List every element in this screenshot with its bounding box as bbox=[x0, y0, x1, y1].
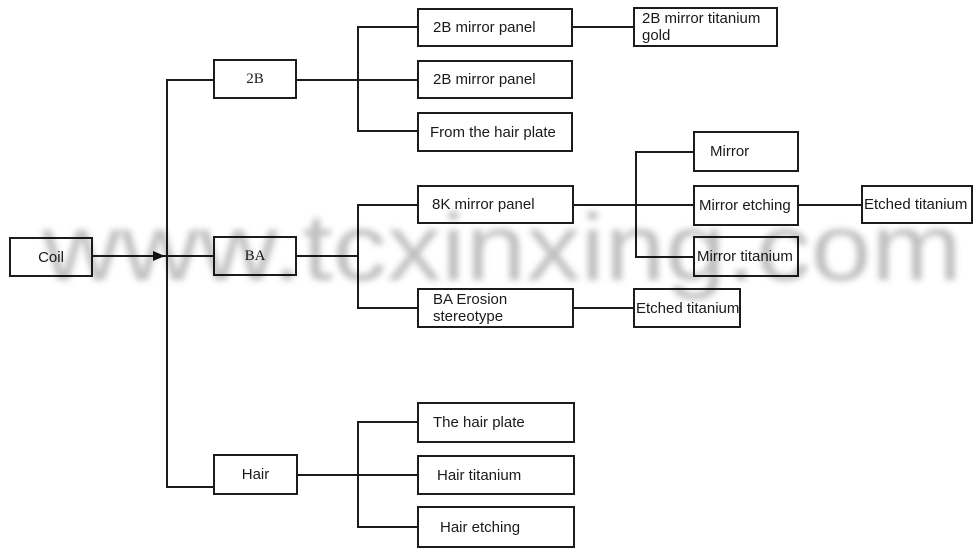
node-label: From the hair plate bbox=[430, 123, 556, 141]
connector-line bbox=[357, 204, 417, 206]
connector-line bbox=[357, 130, 417, 132]
node-label: Mirror etching bbox=[699, 197, 791, 214]
node-etched-titanium-1: Etched titanium bbox=[861, 185, 973, 224]
node-label: Hair titanium bbox=[437, 466, 522, 484]
node-label: Hair etching bbox=[440, 518, 521, 536]
connector-line bbox=[297, 79, 358, 81]
arrow-right-icon bbox=[153, 251, 165, 261]
node-2b: 2B bbox=[213, 59, 297, 99]
connector-line bbox=[574, 307, 633, 309]
connector-line bbox=[635, 151, 693, 153]
node-label: 2B mirror titanium bbox=[642, 10, 761, 27]
connector-line bbox=[357, 421, 417, 423]
connector-line bbox=[799, 204, 861, 206]
connector-line bbox=[166, 79, 214, 81]
node-label: gold bbox=[642, 27, 671, 44]
connector-line bbox=[297, 255, 358, 257]
node-etched-titanium-2: Etched titanium bbox=[633, 288, 741, 328]
node-label: Etched titanium bbox=[636, 299, 740, 317]
node-coil: Coil bbox=[9, 237, 93, 277]
node-label: 2B mirror panel bbox=[433, 19, 536, 36]
node-label: The hair plate bbox=[433, 414, 525, 431]
node-mirror: Mirror bbox=[693, 131, 799, 172]
connector-line bbox=[635, 256, 693, 258]
node-2b-mirror-panel-1: 2B mirror panel bbox=[417, 8, 573, 47]
node-label: BA Erosion bbox=[433, 291, 508, 308]
node-label: BA bbox=[244, 247, 266, 264]
node-label: Coil bbox=[38, 248, 64, 266]
connector-line bbox=[357, 474, 417, 476]
connector-line bbox=[357, 79, 417, 81]
node-2b-mirror-panel-2: 2B mirror panel bbox=[417, 60, 573, 99]
node-hair: Hair bbox=[213, 454, 298, 495]
connector-line bbox=[357, 307, 417, 309]
node-label: 8K mirror panel bbox=[432, 196, 535, 213]
node-label: stereotype bbox=[433, 308, 504, 325]
node-the-hair-plate: The hair plate bbox=[417, 402, 575, 443]
node-label: Mirror bbox=[710, 143, 750, 160]
connector-line bbox=[573, 26, 633, 28]
connector-line bbox=[357, 26, 417, 28]
connector-line bbox=[166, 79, 168, 488]
node-label: Hair bbox=[241, 466, 270, 483]
node-mirror-titanium: Mirror titanium bbox=[693, 236, 799, 277]
node-label: 2B mirror panel bbox=[433, 71, 536, 88]
node-2b-mirror-titanium-gold: 2B mirror titanium gold bbox=[633, 7, 778, 47]
node-8k-mirror-panel: 8K mirror panel bbox=[417, 185, 574, 224]
connector-line bbox=[635, 204, 693, 206]
node-ba-erosion-stereotype: BA Erosion stereotype bbox=[417, 288, 574, 328]
connector-line bbox=[357, 526, 417, 528]
node-mirror-etching: Mirror etching bbox=[693, 185, 799, 226]
connector-line bbox=[166, 486, 214, 488]
node-label: Etched titanium bbox=[864, 196, 968, 213]
node-ba: BA bbox=[213, 236, 297, 276]
node-hair-titanium: Hair titanium bbox=[417, 455, 575, 495]
node-label: 2B bbox=[246, 70, 264, 87]
connector-line bbox=[357, 204, 359, 309]
node-from-the-hair-plate: From the hair plate bbox=[417, 112, 573, 152]
connector-line bbox=[298, 474, 358, 476]
node-label: Mirror titanium bbox=[697, 248, 793, 265]
connector-line bbox=[574, 204, 636, 206]
node-hair-etching: Hair etching bbox=[417, 506, 575, 548]
